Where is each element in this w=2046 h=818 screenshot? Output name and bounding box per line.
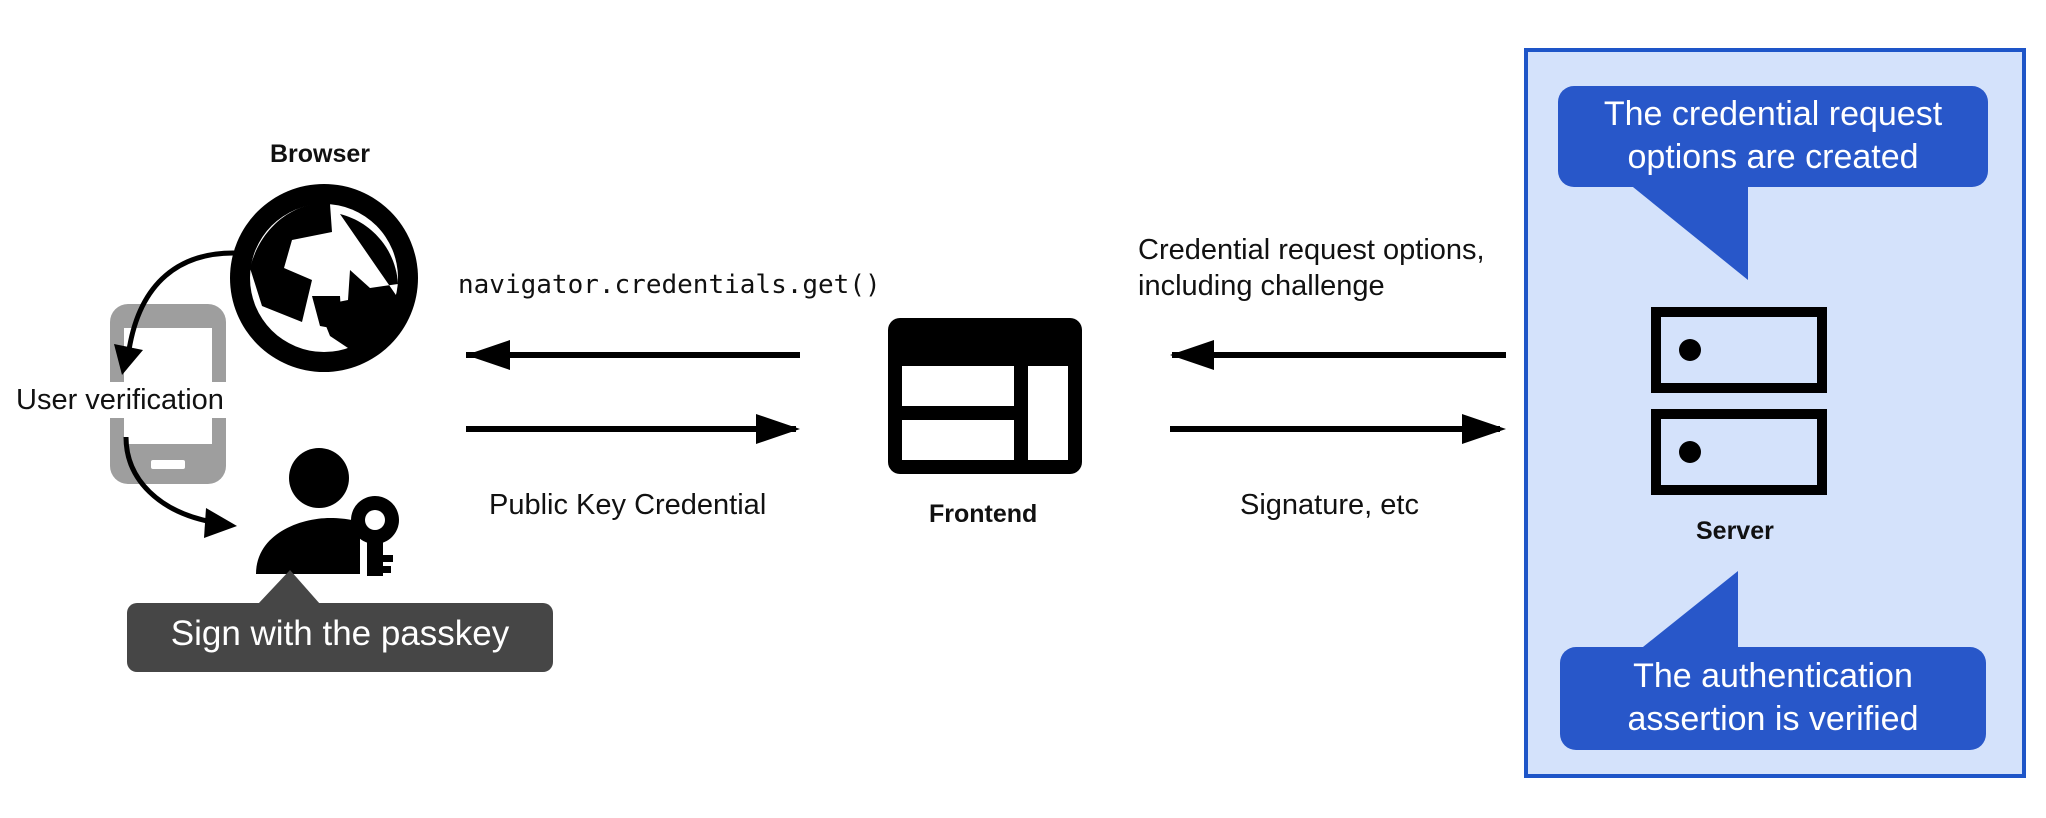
bottom-callout-bubble — [1560, 571, 1986, 750]
arrow-label-signature: Signature, etc — [1240, 489, 1419, 521]
server-icon — [1651, 307, 1827, 495]
user-verification-label: User verification — [14, 382, 226, 419]
curved-arrow-globe-to-phone — [126, 250, 237, 351]
browser-label: Browser — [270, 140, 371, 168]
bottom-callout-line-2: assertion is verified — [1627, 699, 1919, 738]
curved-arrow-phone-to-user — [123, 436, 213, 525]
server-label: Server — [1696, 517, 1774, 545]
arrow-label-options-line-2: including challenge — [1138, 270, 1385, 303]
arrow-label-public-key: Public Key Credential — [489, 489, 767, 521]
browser-window-icon — [888, 318, 1082, 474]
arrow-label-options-line-1: Credential request options, — [1138, 234, 1485, 266]
top-callout-bubble — [1558, 86, 1988, 280]
arrow-label-navigator-call: navigator.credentials.get() — [458, 270, 881, 300]
passkey-label-box — [127, 570, 553, 672]
bottom-callout-text: The authentication assertion is verified — [1560, 655, 1986, 740]
top-callout-text: The credential request options are creat… — [1558, 93, 1988, 178]
bottom-callout-line-1: The authentication — [1633, 657, 1913, 695]
user-key-icon — [256, 448, 399, 576]
top-callout-line-2: options are created — [1627, 137, 1919, 176]
globe-icon — [230, 184, 418, 372]
frontend-label: Frontend — [929, 500, 1038, 528]
top-callout-line-1: The credential request — [1603, 95, 1943, 133]
passkey-label: Sign with the passkey — [170, 614, 510, 653]
arrow-label-options: Credential request options, including ch… — [1138, 232, 1485, 305]
